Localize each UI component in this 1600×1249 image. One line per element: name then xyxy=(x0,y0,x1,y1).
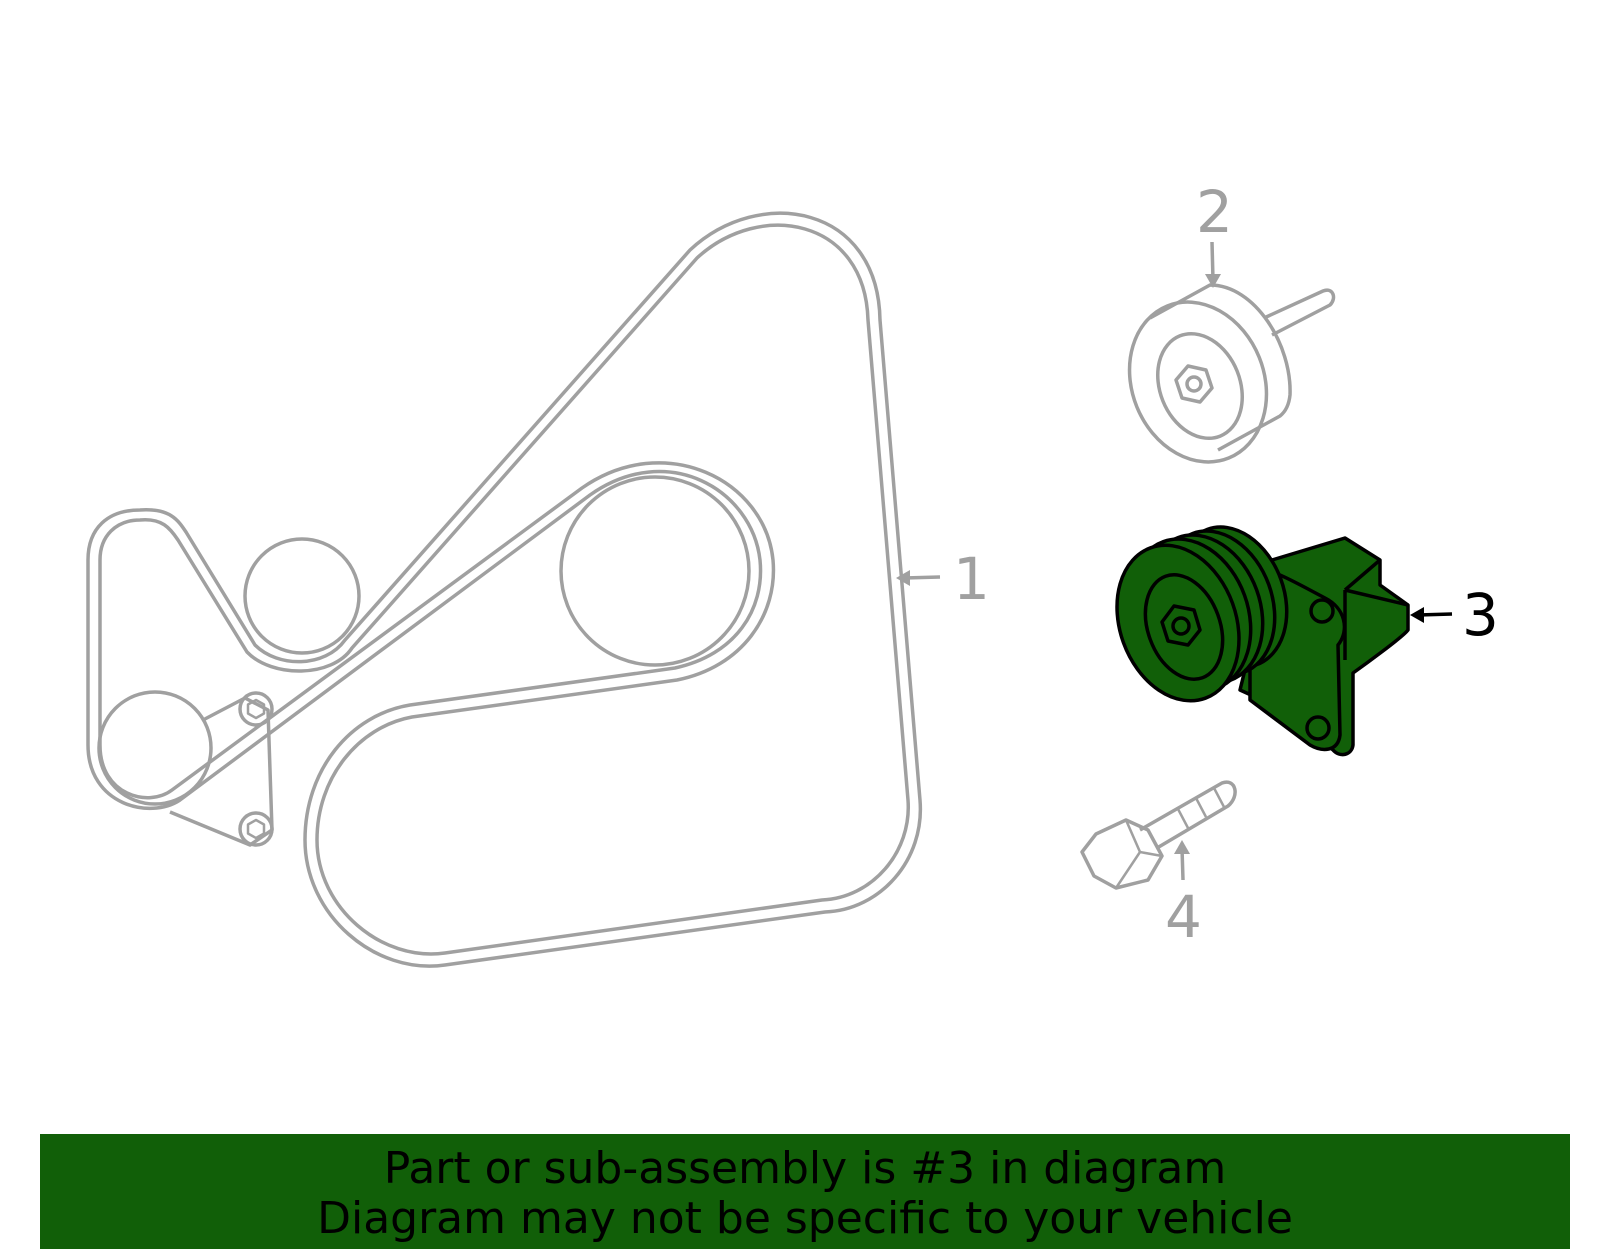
callout-2-label: 2 xyxy=(1196,178,1233,246)
callout-1-label: 1 xyxy=(953,545,990,613)
bolt-hex-head xyxy=(1080,818,1164,890)
belt-inner-edge xyxy=(98,223,910,956)
drive-belt xyxy=(86,211,923,968)
part-info-banner: Part or sub-assembly is #3 in diagram Di… xyxy=(40,1134,1570,1249)
bracket-bolt-bottom-hex xyxy=(246,818,266,840)
idler-pulley-part xyxy=(1127,283,1336,464)
belt-outer-edge xyxy=(86,211,923,968)
idler-face-inner xyxy=(1156,331,1244,441)
belt-tensioner xyxy=(1115,525,1410,757)
callout-1: 1 xyxy=(896,545,990,613)
crank-pulley xyxy=(559,475,751,667)
tensioner-block xyxy=(1343,558,1409,660)
idler-pulley xyxy=(243,537,361,655)
callout-2: 2 xyxy=(1196,178,1233,288)
tensioner-bolt-center xyxy=(1171,616,1191,636)
left-pulley xyxy=(97,690,213,806)
idler-bolt-center xyxy=(1185,375,1203,393)
idler-bolt-hex xyxy=(1174,364,1214,404)
idler-body xyxy=(1149,283,1292,452)
flange-bolt-hole-top xyxy=(1309,598,1335,624)
idler-shaft xyxy=(1263,288,1336,337)
callout-4-label: 4 xyxy=(1165,883,1202,951)
bracket-bolt-bottom xyxy=(238,811,274,847)
callout-3-label: 3 xyxy=(1462,581,1499,649)
bracket-bolt-top-hex xyxy=(246,698,266,720)
callout-3: 3 xyxy=(1410,581,1499,649)
bracket-bolt-top xyxy=(238,691,274,727)
bolt-shank xyxy=(1139,780,1237,850)
pulley-bracket xyxy=(169,696,274,847)
flange-bolt-hole-bottom xyxy=(1305,715,1331,741)
idler-face xyxy=(1127,300,1269,464)
banner-line-1: Part or sub-assembly is #3 in diagram xyxy=(383,1143,1227,1194)
tensioner-bolt-part xyxy=(1080,780,1237,890)
banner-line-2: Diagram may not be specific to your vehi… xyxy=(317,1193,1293,1244)
callout-4: 4 xyxy=(1165,840,1202,951)
